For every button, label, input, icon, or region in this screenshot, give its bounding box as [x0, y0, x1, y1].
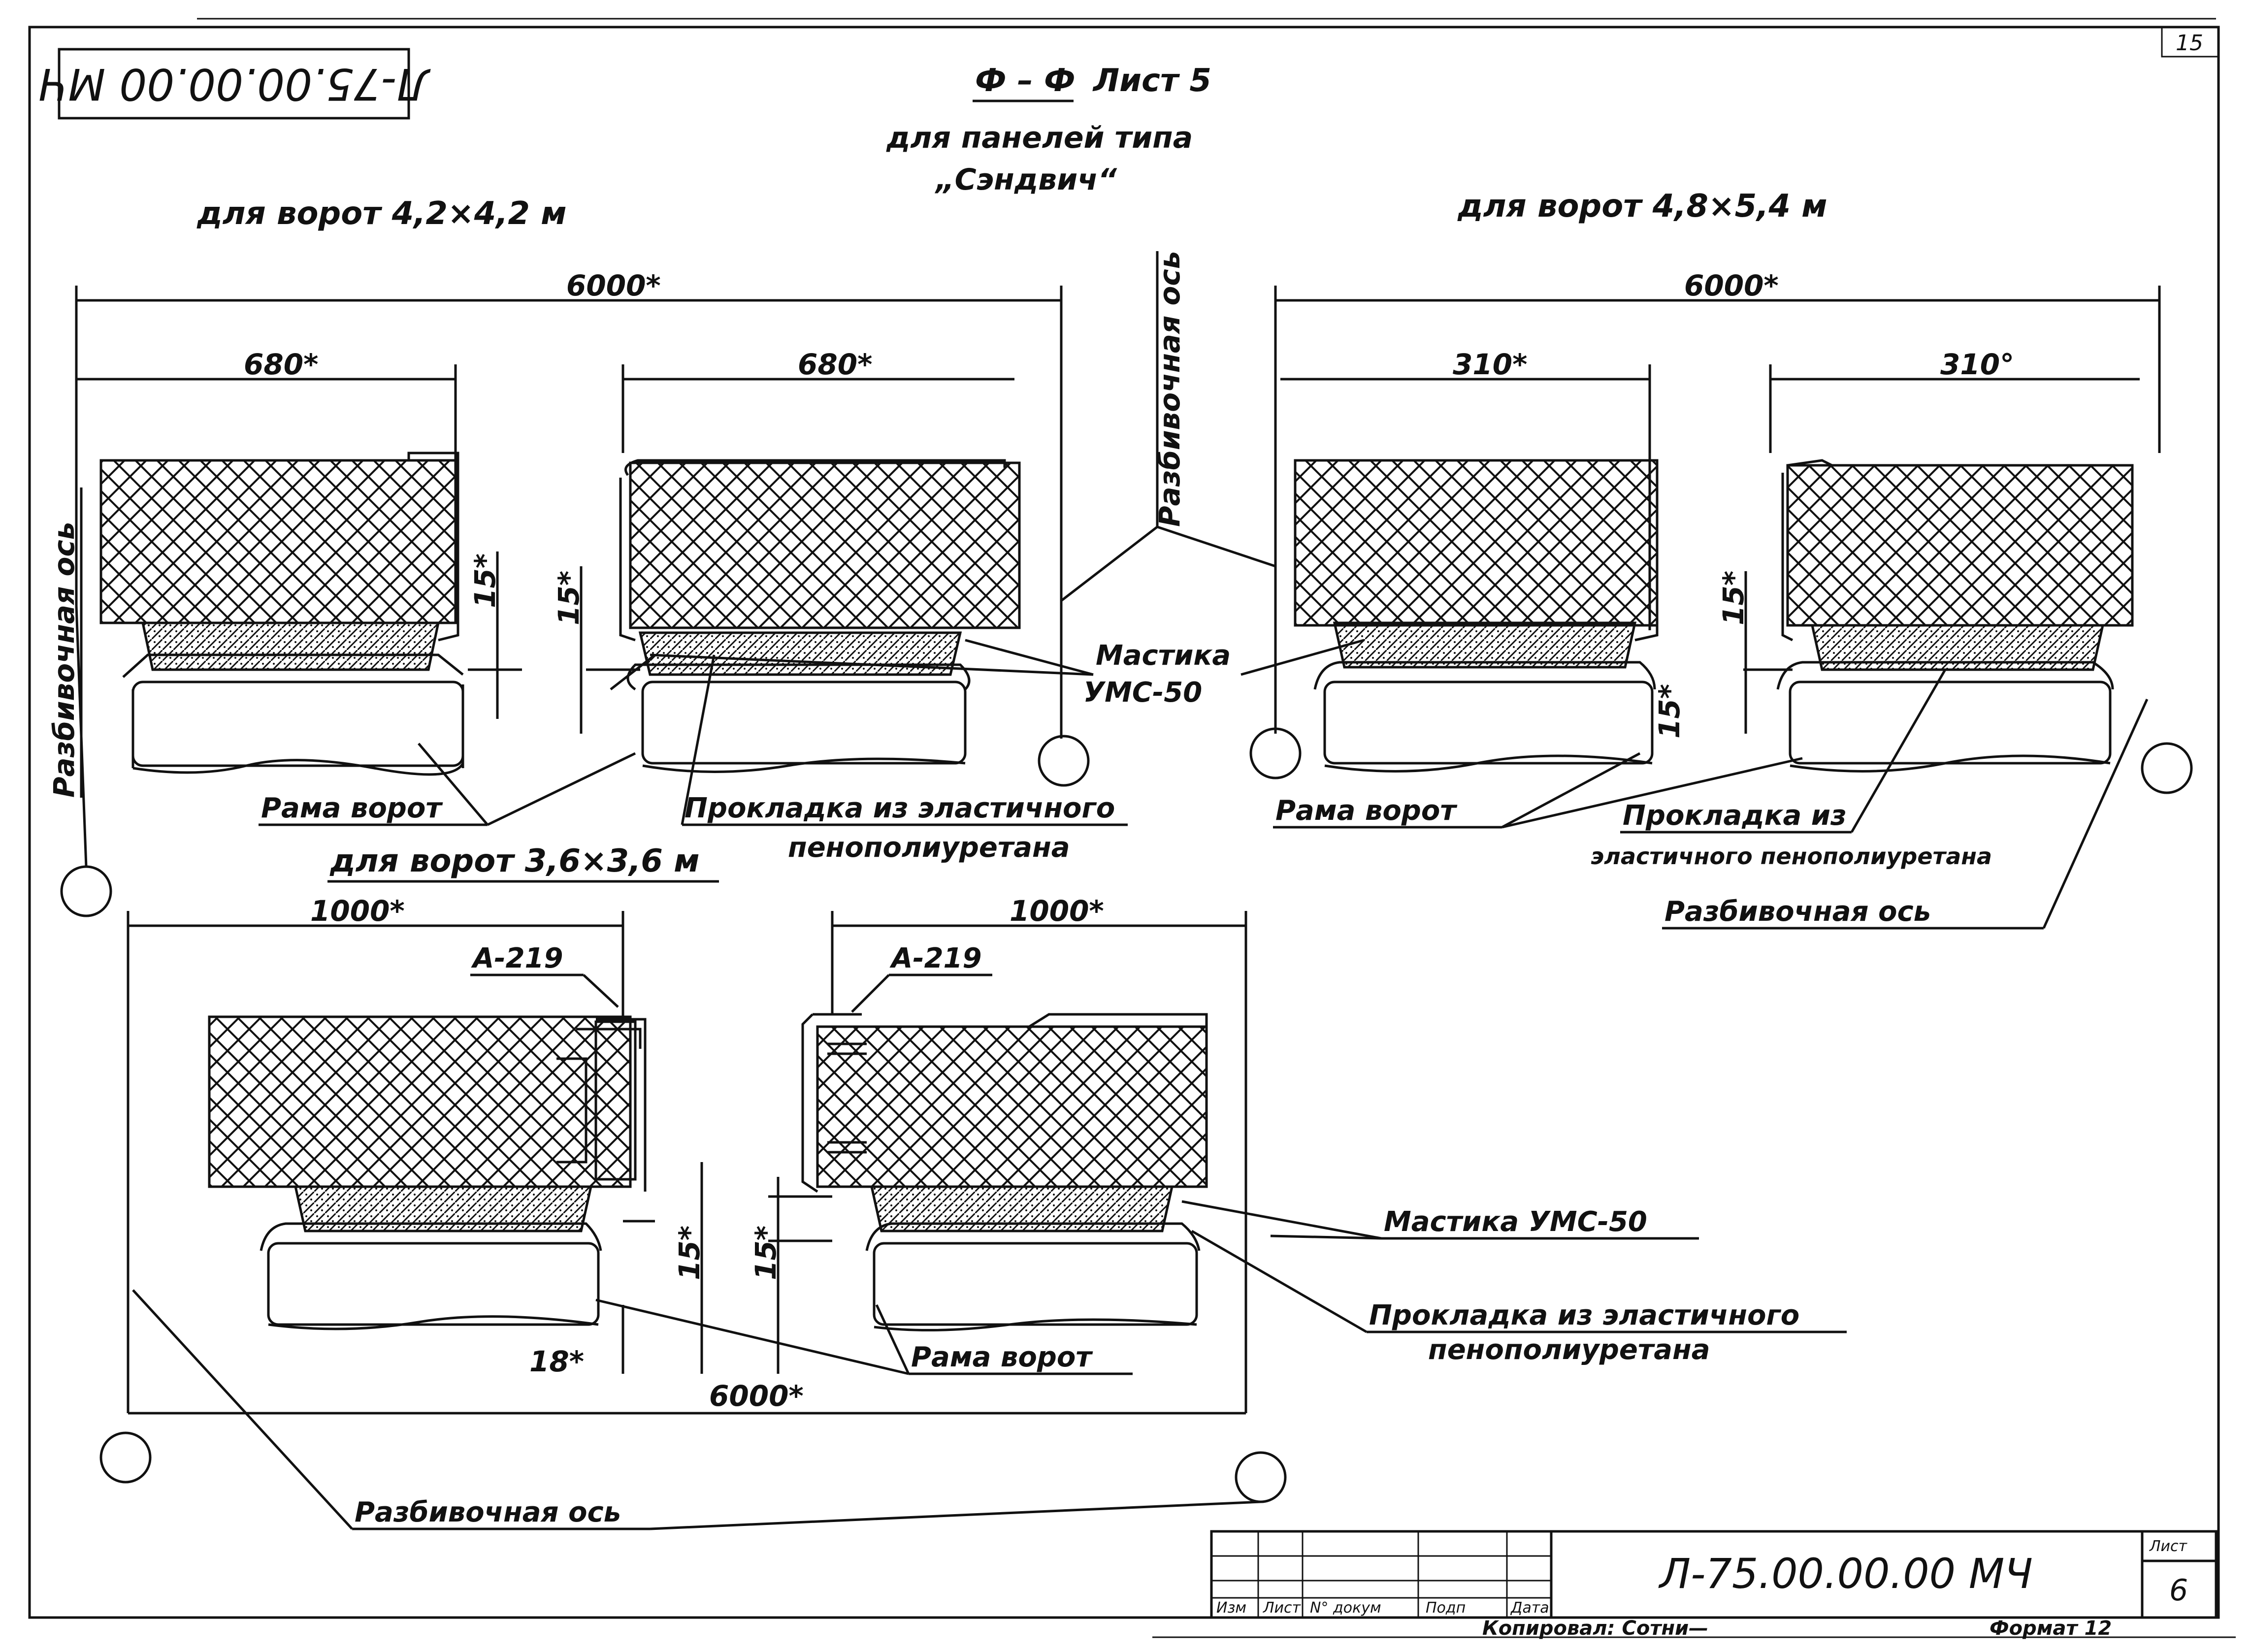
gate-a-axis-marker-right	[1038, 735, 1090, 787]
gate-b-left-gasket	[1333, 621, 1637, 669]
gate-c-dim-left: 1000*	[310, 894, 405, 928]
gate-b-dim-left: 310*	[1453, 348, 1527, 381]
gate-b-left-panel-foam	[1294, 459, 1659, 627]
gate-c-gasket-label-1: Прокладка из эластичного	[1369, 1299, 1799, 1331]
tb-col-1: Изм	[1216, 1599, 1246, 1617]
gate-a-gasket-label-1: Прокладка из эластичного	[685, 792, 1115, 824]
tb-col-3: N° докум	[1310, 1599, 1381, 1617]
gate-b-frame-label: Рама ворот	[1275, 795, 1458, 827]
sheet-number: 15	[2176, 31, 2203, 56]
rotated-stamp-code: Л-75.00.00.00 МЧ	[38, 59, 431, 109]
gate-a-dim-gap-right: 15*	[552, 571, 586, 625]
gate-b-label: для ворот 4,8×5,4 м	[1457, 188, 1827, 225]
gate-a-left-panel-foam	[99, 459, 457, 624]
gate-c-mastic-label: Мастика УМС-50	[1384, 1206, 1647, 1238]
gate-c-axis-marker-left	[99, 1431, 152, 1484]
gate-c-dim-gap-right: 15*	[749, 1226, 783, 1280]
gate-c-dim-gap-left: 15*	[673, 1226, 706, 1280]
gate-a-dim-gap-left: 15*	[468, 553, 502, 608]
tb-format: Формат 12	[1990, 1617, 2112, 1640]
subtitle-line1: для панелей типа	[886, 121, 1193, 155]
gate-b-dim-total: 6000*	[1684, 269, 1779, 302]
gate-b-gasket-label-2: эластичного пенополиуретана	[1591, 843, 1992, 870]
gate-c-label: для ворот 3,6×3,6 м	[329, 843, 700, 879]
gate-c-dim-total: 6000*	[709, 1379, 804, 1413]
gate-b-detail: для ворот 4,8×5,4 м 6000* 310* 310° 15* …	[1249, 188, 2193, 930]
gate-b-right-panel-foam	[1786, 464, 2134, 627]
tb-copied-by: Копировал: Сотни—	[1482, 1617, 1708, 1640]
gate-c-axis-marker-right	[1235, 1451, 1287, 1503]
gate-b-axis-marker-right	[2141, 742, 2193, 794]
gate-a-label: для ворот 4,2×4,2 м	[196, 195, 567, 232]
gate-b-right-gasket	[1810, 624, 2105, 671]
gate-b-axis-label: Разбивочная ось	[1664, 896, 1931, 928]
gate-a-right-gasket	[638, 631, 962, 676]
tb-code: Л-75.00.00.00 МЧ	[1658, 1550, 2033, 1598]
gate-a-dim-left: 680*	[244, 348, 318, 381]
tb-col-4: Подп	[1426, 1599, 1466, 1617]
tb-sheet-label: Лист	[2149, 1538, 2188, 1555]
gate-a-left-gasket	[141, 621, 440, 671]
subtitle-line2: „Сэндвич“	[934, 162, 1117, 197]
section-sheet: Лист 5	[1092, 63, 1211, 99]
gate-a-axis-label-left: Разбивочная ось	[47, 522, 81, 798]
gate-a-axis-marker-left	[60, 865, 112, 917]
rotated-stamp: Л-75.00.00.00 МЧ	[38, 48, 431, 120]
central-axis: Разбивочная ось	[1060, 251, 1276, 602]
gate-b-dim-gap-mid: 15*	[1653, 684, 1686, 739]
gate-c-left-panel-foam	[208, 1015, 632, 1188]
tb-col-2: Лист	[1263, 1599, 1302, 1617]
gate-c-detail: для ворот 3,6×3,6 м 1000* 1000* А-219 15…	[99, 843, 1847, 1530]
gate-a-dim-right: 680*	[798, 348, 872, 381]
gate-b-dim-gap-left: 15*	[1717, 571, 1750, 625]
gate-b-axis-marker-left	[1249, 727, 1302, 779]
gate-c-frame-label: Рама ворот	[911, 1341, 1093, 1373]
gate-c-profile-left: А-219	[471, 942, 563, 974]
gate-a-right-panel-foam	[629, 461, 1021, 629]
tb-sheet-value: 6	[2169, 1573, 2188, 1608]
gate-b-dim-right: 310°	[1940, 348, 2014, 381]
gate-c-dim-right: 1000*	[1010, 894, 1104, 928]
gate-c-profile-right: А-219	[889, 942, 981, 974]
mastic-center: Мастика УМС-50	[650, 639, 1365, 709]
section-heading: Ф – Ф Лист 5 для панелей типа „Сэндвич“	[886, 63, 1211, 197]
gate-a-dim-total: 6000*	[566, 269, 661, 302]
gate-c-right-panel-foam	[816, 1025, 1208, 1188]
gate-b-gasket-label-1: Прокладка из	[1623, 800, 1847, 832]
sheet-frame	[28, 18, 2236, 1638]
title-block: Изм Лист N° докум Подп Дата Л-75.00.00.0…	[1210, 1530, 2218, 1640]
gate-c-axis-label: Разбивочная ось	[355, 1496, 621, 1528]
gate-a-frame-label: Рама ворот	[261, 792, 443, 824]
mastic-center-brand: УМС-50	[1083, 677, 1202, 709]
section-title: Ф – Ф	[975, 63, 1076, 99]
gate-a-gasket-label-2: пенополиуретана	[788, 832, 1070, 864]
tb-col-5: Дата	[1510, 1599, 1549, 1617]
gate-c-gasket-label-2: пенополиуретана	[1428, 1334, 1710, 1366]
mastic-center-label: Мастика	[1096, 640, 1231, 672]
gate-c-left-gasket	[294, 1185, 593, 1232]
gate-c-right-gasket	[870, 1185, 1174, 1232]
gate-c-dim-18: 18*	[529, 1345, 584, 1378]
gate-a-detail: для ворот 4,2×4,2 м 6000* 680* 680* 15*	[47, 195, 1128, 917]
